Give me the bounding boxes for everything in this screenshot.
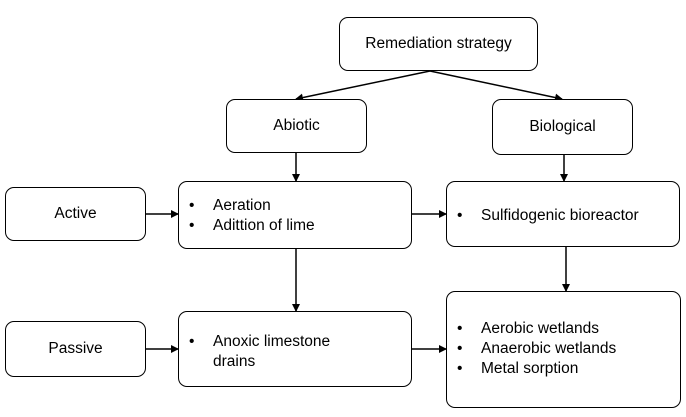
biological-active-list: Sulfidogenic bioreactor	[457, 206, 679, 226]
list-item: Aeration	[189, 196, 411, 216]
arrow-root-to-biological	[429, 70, 563, 102]
active-mode-label: Active	[54, 205, 97, 222]
biological-category-box: Biological	[492, 99, 633, 155]
passive-mode-label: Passive	[48, 340, 103, 357]
abiotic-passive-cell: Anoxic limestone drains	[178, 311, 412, 387]
biological-passive-list: Aerobic wetlands Anaerobic wetlands Meta…	[457, 319, 680, 379]
list-item: Adittion of lime	[189, 216, 411, 236]
active-mode-box: Active	[5, 187, 146, 241]
root-node-label: Remediation strategy	[365, 35, 512, 52]
biological-category-label: Biological	[529, 118, 596, 135]
biological-passive-cell: Aerobic wetlands Anaerobic wetlands Meta…	[446, 291, 681, 408]
list-item: Anaerobic wetlands	[457, 339, 680, 359]
biological-active-cell: Sulfidogenic bioreactor	[446, 181, 680, 247]
root-node-box: Remediation strategy	[339, 17, 538, 71]
abiotic-category-label: Abiotic	[273, 117, 320, 134]
list-item: Sulfidogenic bioreactor	[457, 206, 679, 226]
abiotic-passive-list: Anoxic limestone drains	[189, 332, 411, 372]
abiotic-category-box: Abiotic	[226, 99, 367, 153]
passive-mode-box: Passive	[5, 321, 146, 377]
list-item: Aerobic wetlands	[457, 319, 680, 339]
list-item: Metal sorption	[457, 359, 680, 379]
abiotic-active-list: Aeration Adittion of lime	[189, 196, 411, 236]
abiotic-active-cell: Aeration Adittion of lime	[178, 181, 412, 249]
list-item: Anoxic limestone drains	[189, 332, 363, 372]
arrow-root-to-abiotic	[295, 70, 431, 102]
